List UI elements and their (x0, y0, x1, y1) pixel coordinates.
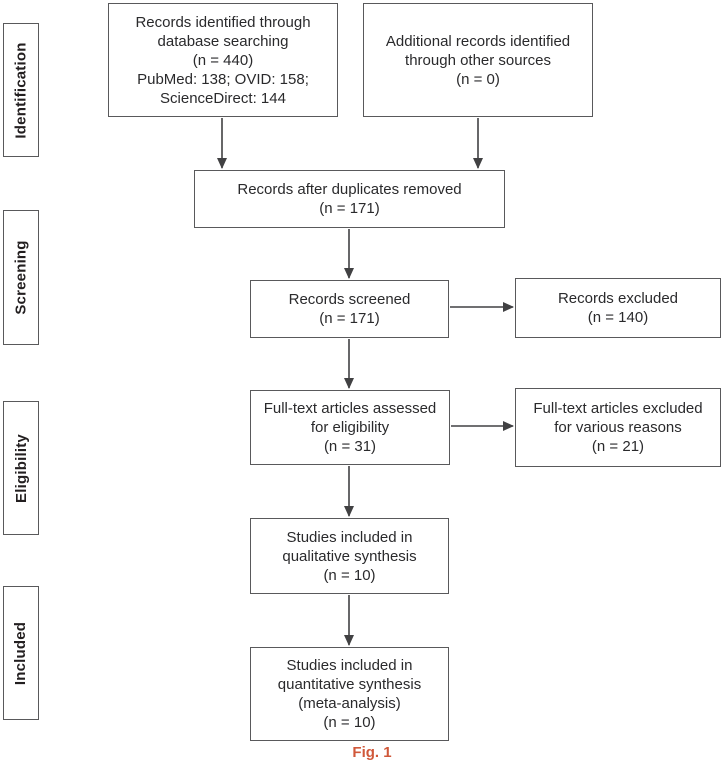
stage-label-eligibility: Eligibility (3, 401, 39, 535)
figure-caption: Fig. 1 (352, 744, 392, 761)
flow-box-fulltext-assessed: Full-text articles assessed for eligibil… (250, 390, 450, 465)
flow-box-quantitative-synthesis: Studies included in quantitative synthes… (250, 647, 449, 741)
flow-box-qualitative-synthesis: Studies included in qualitative synthesi… (250, 518, 449, 594)
stage-label-text: Screening (12, 240, 30, 315)
flow-box-records-excluded: Records excluded (n = 140) (515, 278, 721, 338)
stage-label-screening: Screening (3, 210, 39, 345)
stage-label-text: Included (12, 621, 30, 685)
stage-label-included: Included (3, 586, 39, 720)
flow-box-records-identified: Records identified through database sear… (108, 3, 338, 117)
flow-box-fulltext-excluded: Full-text articles excluded for various … (515, 388, 721, 467)
stage-label-text: Identification (12, 41, 30, 139)
flow-box-duplicates-removed: Records after duplicates removed (n = 17… (194, 170, 505, 228)
stage-label-text: Eligibility (12, 433, 30, 503)
flow-box-additional-records: Additional records identified through ot… (363, 3, 593, 117)
flow-box-records-screened: Records screened (n = 171) (250, 280, 449, 338)
stage-label-identification: Identification (3, 23, 39, 157)
